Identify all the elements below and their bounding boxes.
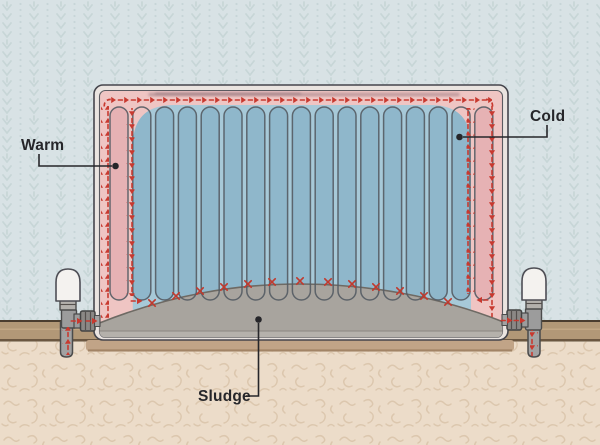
cold-columns xyxy=(132,107,470,300)
right-trv-head xyxy=(521,267,547,301)
warm-leader-line xyxy=(38,154,112,167)
flow-arrows-top xyxy=(110,96,492,104)
sludge-region xyxy=(99,283,503,332)
heat-smudge xyxy=(148,92,460,97)
floor-pattern xyxy=(0,341,600,445)
flow-arrows-right-inner xyxy=(466,108,475,294)
sludge-label-group: Sludge xyxy=(198,316,262,405)
cold-label: Cold xyxy=(530,108,565,125)
cold-label-group: Cold xyxy=(456,108,565,141)
right-flow-arrows xyxy=(500,317,538,356)
warm-label: Warm xyxy=(21,137,64,154)
flow-arrows-left-outer xyxy=(101,106,109,319)
cold-label-dot xyxy=(456,133,463,141)
radiator-bottom-rail xyxy=(99,330,503,338)
left-trv-head xyxy=(55,268,81,302)
warm-label-group: Warm xyxy=(21,137,119,170)
flow-arrow-icons xyxy=(101,96,497,319)
sludge-label-dot xyxy=(255,316,262,323)
warm-label-dot xyxy=(112,162,119,170)
sludge-label: Sludge xyxy=(198,388,251,405)
left-flow-arrows xyxy=(62,317,98,355)
flow-arrows-right-outer xyxy=(488,106,497,317)
cold-leader-line xyxy=(463,125,548,138)
sludge-leader-line xyxy=(246,323,260,397)
flow-arrows-left-inner xyxy=(126,108,135,296)
radiator-shadow xyxy=(86,340,514,352)
